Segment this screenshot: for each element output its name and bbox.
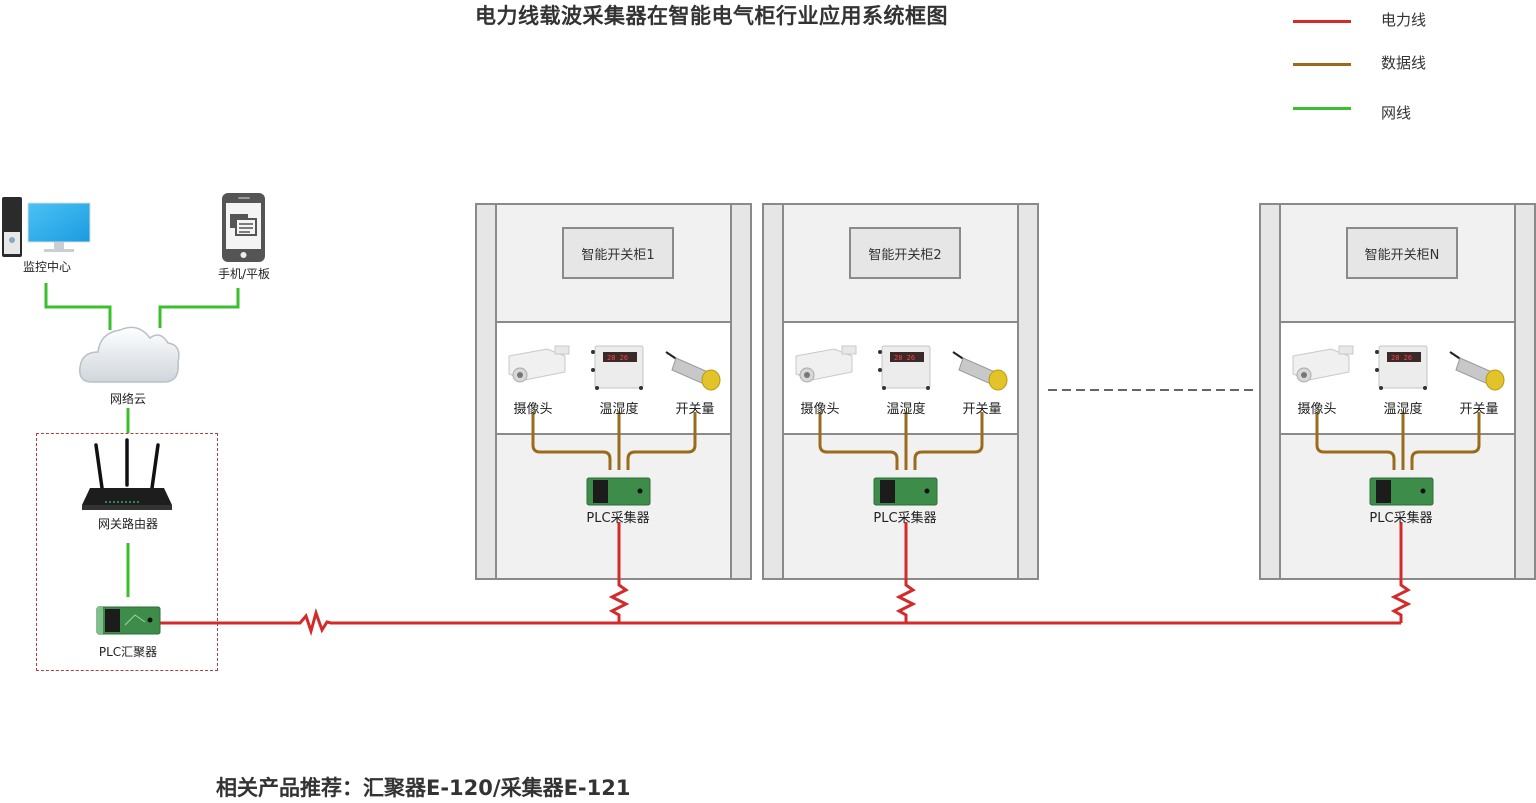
camera-icon (508, 345, 570, 383)
svg-text:28 26: 28 26 (607, 354, 628, 362)
switch-sensor-icon (1449, 351, 1505, 391)
legend-data-line-swatch (1293, 63, 1351, 66)
cabinet-2-devices: 28 26 (795, 345, 1008, 391)
camera-icon (1292, 345, 1354, 383)
camera-icon (795, 345, 857, 383)
cloud-label: 网络云 (109, 392, 146, 406)
power-bus-line (160, 608, 1401, 637)
network-line-monitor-cloud (44, 283, 112, 330)
mobile-phone-icon (222, 193, 265, 262)
cabinet-1-devices: 28 26 (508, 345, 721, 391)
cabinet-name-plate: 智能开关柜1 (562, 227, 674, 279)
device-label-temp-humidity: 温湿度 (1383, 402, 1423, 417)
diagram-title: 电力线载波采集器在智能电气柜行业应用系统框图 (475, 4, 948, 28)
plc-collector-icon-n (1369, 477, 1434, 506)
legend-data-line-label: 数据线 (1381, 54, 1427, 72)
device-label-camera: 摄像头 (513, 402, 553, 417)
cabinet-n-devices: 28 26 (1292, 345, 1505, 391)
plc-collector-icon-2 (873, 477, 938, 506)
thermo-hygrometer-icon: 28 26 (878, 345, 931, 390)
legend-power-line-swatch (1293, 20, 1351, 23)
legend-power-line-label: 电力线 (1381, 11, 1427, 29)
power-lines (160, 522, 1412, 637)
device-label-temp-humidity: 温湿度 (599, 402, 639, 417)
device-label-switch: 开关量 (1459, 402, 1499, 417)
router-icon (82, 438, 172, 510)
cloud-icon (79, 326, 180, 383)
data-lines-cabinet-2 (818, 412, 984, 470)
concentrator-label: PLC汇聚器 (98, 645, 158, 659)
switch-sensor-icon (665, 351, 721, 391)
router-label: 网关路由器 (97, 517, 158, 531)
mobile-label: 手机/平板 (217, 267, 271, 281)
cabinet-collector-section (1279, 433, 1516, 580)
collector-label: PLC采集器 (873, 511, 937, 526)
cabinet-collector-section (782, 433, 1019, 580)
legend-network-line-swatch (1293, 107, 1351, 110)
network-line-mobile-cloud (158, 288, 240, 328)
device-label-camera: 摄像头 (800, 402, 840, 417)
svg-text:28 26: 28 26 (1391, 354, 1412, 362)
power-drop-cabinet-2 (895, 522, 917, 623)
monitor-center-label: 监控中心 (22, 260, 71, 274)
device-label-switch: 开关量 (962, 402, 1002, 417)
data-lines-cabinet-n (1315, 412, 1481, 470)
product-recommendation: 相关产品推荐：汇聚器E-120/采集器E-121 (216, 776, 631, 800)
plc-collector-icon-1 (586, 477, 651, 506)
cabinet-name-plate: 智能开关柜2 (849, 227, 961, 279)
svg-text:28 26: 28 26 (894, 354, 915, 362)
device-label-temp-humidity: 温湿度 (886, 402, 926, 417)
cabinet-collector-section (495, 433, 732, 580)
collector-label: PLC采集器 (1369, 511, 1433, 526)
computer-icon (2, 197, 91, 257)
collector-label: PLC采集器 (586, 511, 650, 526)
thermo-hygrometer-icon: 28 26 (591, 345, 644, 390)
gateway-group-box (36, 433, 218, 671)
power-drop-cabinet-1 (608, 522, 630, 623)
thermo-hygrometer-icon: 28 26 (1375, 345, 1428, 390)
device-label-camera: 摄像头 (1297, 402, 1337, 417)
network-lines (44, 283, 240, 597)
plc-concentrator-icon (96, 606, 161, 635)
power-drop-cabinet-n (1390, 522, 1412, 623)
device-label-switch: 开关量 (675, 402, 715, 417)
legend-network-line-label: 网线 (1381, 104, 1412, 122)
cabinet-name-plate: 智能开关柜N (1346, 227, 1458, 279)
data-lines-cabinet-1 (531, 412, 697, 470)
switch-sensor-icon (952, 351, 1008, 391)
